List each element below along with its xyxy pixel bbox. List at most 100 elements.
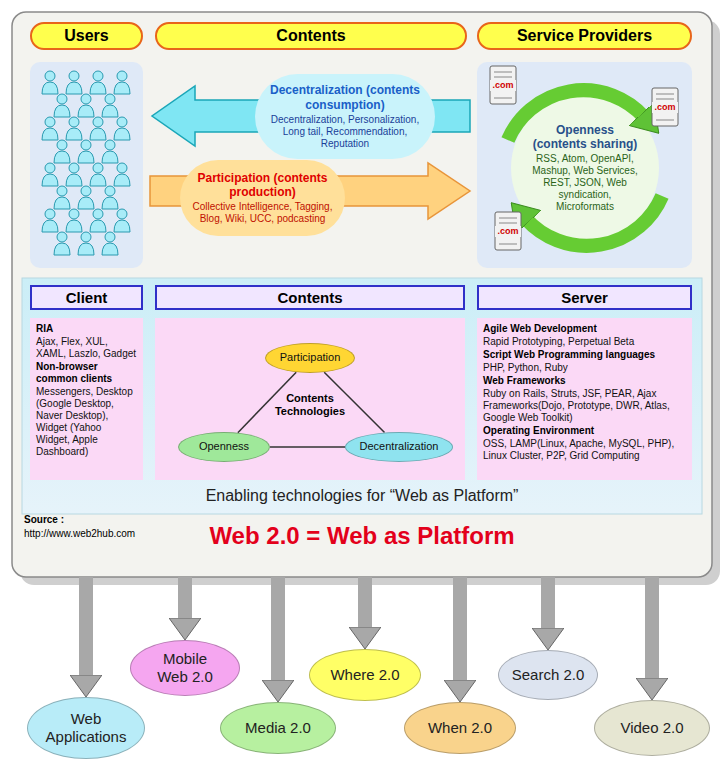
person-body [114, 82, 130, 94]
person-icon [90, 209, 106, 232]
person-icon [114, 71, 130, 94]
node-text: Service Providers [517, 26, 652, 45]
panel-shadow [20, 20, 720, 585]
person-head [81, 186, 91, 196]
flow-arrow [358, 577, 372, 627]
server-icon [495, 212, 521, 250]
server-icon [656, 99, 674, 100]
column-header: Users [30, 22, 143, 50]
person-body [114, 128, 130, 140]
person-icon [42, 71, 58, 94]
users-illustration [42, 71, 130, 255]
node-text: Decentralization [360, 440, 439, 453]
node-text: When 2.0 [428, 719, 492, 737]
label-slot: Source : [24, 514, 164, 526]
person-head [105, 186, 115, 196]
server-icon [494, 72, 512, 73]
node-text: Web Frameworks [483, 375, 686, 387]
person-head [57, 232, 67, 242]
technology-band: ClientRIAAjax, Flex, XUL, XAML, Laszlo, … [22, 278, 702, 514]
person-head [45, 163, 55, 173]
section-header: Client [30, 285, 143, 310]
flow-arrow [271, 577, 285, 680]
node-text: Enabling technologies for “Web as Platfo… [22, 486, 702, 505]
node-text: PHP, Python, Ruby [483, 362, 686, 374]
flow-arrow [178, 577, 192, 618]
person-head [81, 140, 91, 150]
label-slot: http://www.web2hub.com [24, 528, 184, 540]
person-icon [54, 232, 70, 255]
concept-cloud: Decentralization (contents consumption)D… [255, 74, 435, 159]
node-text: Search 2.0 [512, 666, 585, 684]
person-icon [114, 209, 130, 232]
person-icon [114, 163, 130, 186]
column-header: Contents [155, 22, 467, 50]
node-text: Ruby on Rails, Struts, JSF, PEAR, Ajax F… [483, 388, 686, 424]
person-icon [54, 94, 70, 117]
flow-arrow [645, 577, 659, 678]
providers-area [477, 62, 692, 268]
person-body [42, 128, 58, 140]
relation-line [270, 446, 345, 448]
person-head [105, 94, 115, 104]
person-body [114, 174, 130, 186]
server-icon [656, 120, 674, 121]
node-text: Openness (contents sharing) [529, 123, 641, 152]
label-slot: .com [495, 226, 521, 237]
person-body [54, 197, 70, 209]
node-text: Contents Technologies [270, 392, 350, 418]
person-icon [66, 209, 82, 232]
server-icon [494, 98, 512, 99]
node-text: RSS, Atom, OpenAPI, Mashup, Web Services… [529, 153, 641, 213]
person-body [90, 82, 106, 94]
server-icon [499, 244, 517, 245]
person-body [102, 243, 118, 255]
server-icon [652, 88, 678, 126]
node-text: Participation (contents production) [190, 171, 335, 200]
node-text: OSS, LAMP(Linux, Apache, MySQL, PHP), Li… [483, 438, 686, 462]
person-head [57, 140, 67, 150]
node-text: Contents [276, 26, 345, 45]
person-icon [78, 94, 94, 117]
person-body [42, 174, 58, 186]
person-icon [102, 186, 118, 209]
flow-arrow [541, 577, 555, 628]
outcome-ellipse: Media 2.0 [220, 702, 336, 754]
node-text: Web Applications [36, 710, 136, 746]
person-icon [78, 140, 94, 163]
person-body [54, 105, 70, 117]
node-text: Participation [280, 351, 341, 364]
node-text: Users [64, 26, 108, 45]
person-body [42, 82, 58, 94]
concept-ellipse: Decentralization [345, 432, 453, 462]
node-text: Video 2.0 [620, 719, 683, 737]
person-head [93, 163, 103, 173]
node-text: Agile Web Development [483, 323, 686, 335]
section-header: Contents [155, 285, 465, 310]
person-icon [102, 232, 118, 255]
node-text: Where 2.0 [330, 666, 399, 684]
person-body [66, 82, 82, 94]
outcome-ellipse: Web Applications [27, 697, 145, 759]
person-icon [102, 140, 118, 163]
person-body [90, 174, 106, 186]
users-area [30, 62, 143, 268]
node-text: Decentralization, Personalization, Long … [265, 114, 425, 150]
technology-list: RIAAjax, Flex, XUL, XAML, Laszlo, Gadget… [30, 318, 143, 480]
label-slot: .com [490, 80, 516, 91]
outcome-ellipse: Search 2.0 [498, 650, 598, 700]
person-head [117, 163, 127, 173]
person-head [69, 117, 79, 127]
person-body [78, 243, 94, 255]
node-text: Operating Environment [483, 425, 686, 437]
person-body [102, 151, 118, 163]
concept-circle: Openness (contents sharing)RSS, Atom, Op… [511, 94, 659, 242]
node-text: Mobile Web 2.0 [149, 650, 221, 686]
node-text: Decentralization (contents consumption) [265, 83, 425, 112]
person-icon [54, 140, 70, 163]
person-head [117, 209, 127, 219]
server-icon [494, 77, 512, 78]
server-icon [499, 218, 517, 219]
server-label: .com [652, 102, 678, 113]
person-head [93, 117, 103, 127]
